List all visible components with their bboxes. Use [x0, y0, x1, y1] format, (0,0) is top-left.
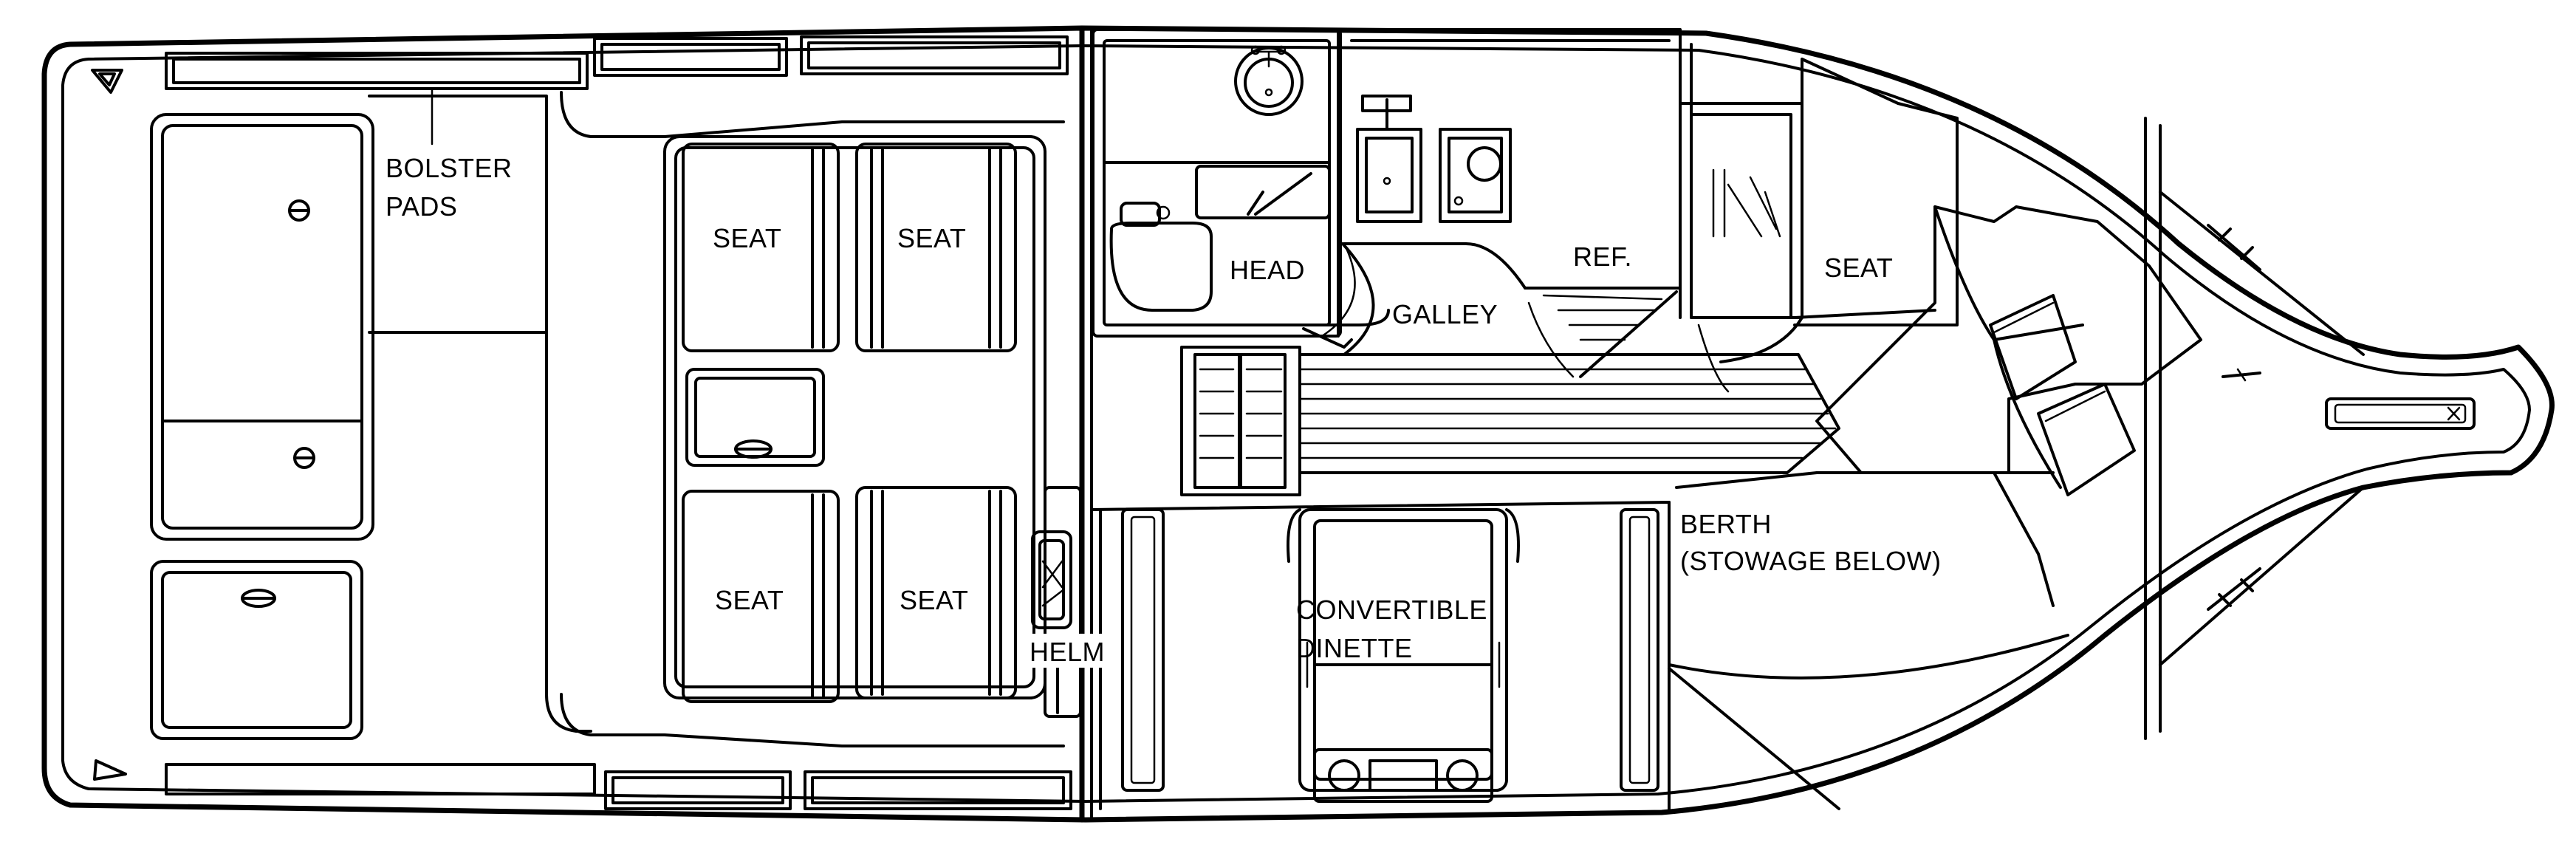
cleat-icon	[2207, 567, 2261, 611]
cabin-sole	[1298, 353, 1840, 474]
port-berth	[1668, 471, 2069, 810]
dinette-storage-icon	[1313, 748, 1493, 803]
galley-sink-icon	[1356, 95, 1422, 223]
seat-bottom-right	[855, 486, 1017, 699]
label-bolster-pads-2: PADS	[386, 191, 457, 222]
hatch-handle-icon	[241, 589, 276, 608]
label-seat-top-right: SEAT	[897, 223, 966, 253]
label-convertible-dinette: CONVERTIBLE	[1296, 595, 1487, 625]
bolster-pads	[165, 35, 1072, 810]
cleat-icon	[2222, 368, 2261, 382]
cleat-icon	[93, 759, 127, 781]
label-seat-bottom-right: SEAT	[900, 585, 968, 615]
pillow-icon	[2037, 383, 2136, 496]
label-seat-bottom-left: SEAT	[715, 585, 784, 615]
hatch-handle-icon	[288, 199, 310, 222]
forward-cabin-walls	[1679, 43, 1959, 393]
seat-top-left	[682, 143, 840, 352]
label-seat-forward: SEAT	[1824, 253, 1893, 283]
stove-icon	[1439, 128, 1512, 223]
hatch-handle-icon	[293, 447, 315, 469]
label-seat-top-left: SEAT	[713, 223, 781, 253]
helm-label-bg	[1027, 634, 1119, 668]
seat-top-right	[855, 143, 1017, 352]
anchor-roller-icon	[2325, 397, 2476, 430]
helm	[1031, 486, 1082, 718]
label-galley: GALLEY	[1392, 299, 1498, 329]
hatch-handle-icon	[734, 439, 773, 459]
label-head: HEAD	[1230, 255, 1305, 285]
hull-outline	[41, 25, 2555, 823]
label-bolster-pads: BOLSTER	[386, 153, 513, 183]
label-berth: BERTH	[1680, 509, 1772, 539]
label-helm: HELM	[1030, 637, 1105, 667]
pillow-icon	[1989, 294, 2077, 400]
forward-bulkhead	[2144, 117, 2476, 740]
head-compartment	[1092, 28, 1390, 356]
labels: BOLSTER PADS SEAT SEAT SEAT SEAT HELM HE…	[386, 153, 1942, 668]
sink-icon	[1234, 45, 1304, 116]
cockpit-seating	[663, 135, 1046, 703]
bulkhead	[1079, 25, 1093, 823]
galley	[1339, 28, 1682, 378]
cleat-icon	[2207, 224, 2261, 271]
label-ref: REF.	[1573, 242, 1632, 272]
v-berth	[1815, 205, 2202, 607]
companionway-steps	[1180, 346, 1301, 496]
label-convertible-dinette-2: DINETTE	[1296, 633, 1413, 663]
toilet-icon	[1109, 202, 1213, 312]
cleat-icon	[91, 69, 123, 94]
seat-bottom-left	[682, 490, 840, 703]
label-berth-stowage: (STOWAGE BELOW)	[1680, 546, 1942, 576]
cockpit	[150, 87, 1065, 747]
